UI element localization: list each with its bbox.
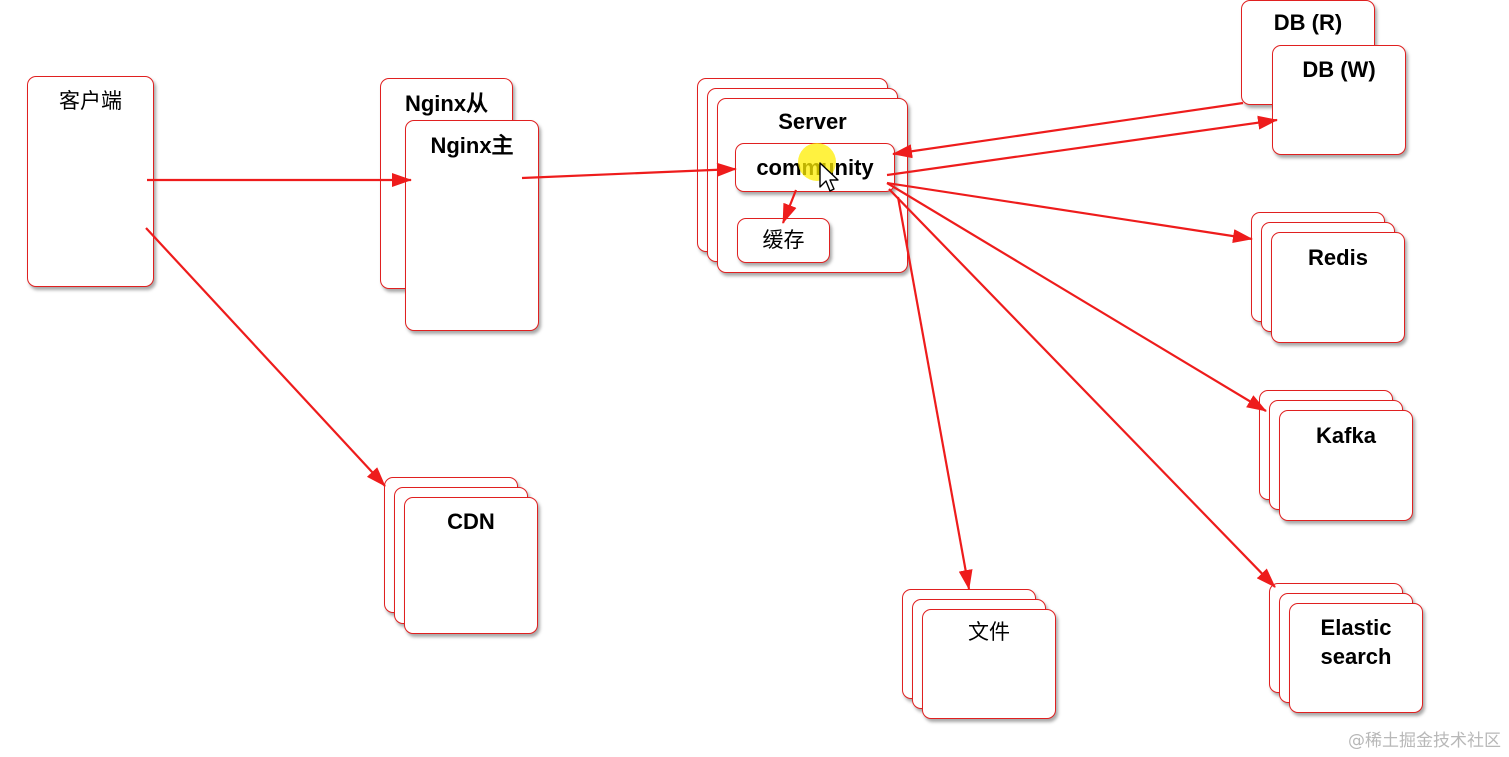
files-node: 文件: [922, 609, 1056, 719]
arrow-client-to-cdn: [145, 227, 386, 487]
cache-label: 缓存: [762, 228, 805, 252]
redis-label: Redis: [1308, 245, 1368, 270]
watermark: @稀土掘金技术社区: [1348, 731, 1501, 751]
nginx-master-label: Nginx主: [430, 133, 514, 158]
db-write-node: DB (W): [1272, 45, 1406, 155]
arrow-db-read-to-community: [892, 101, 1244, 159]
server-label: Server: [778, 109, 847, 134]
kafka-node: Kafka: [1279, 410, 1413, 521]
files-label: 文件: [968, 620, 1010, 644]
cache-node: 缓存: [737, 218, 830, 263]
cdn-node: CDN: [404, 497, 538, 634]
arrow-community-to-files: [896, 196, 973, 590]
db-write-label: DB (W): [1302, 57, 1376, 82]
mouse-pointer-icon: [819, 162, 839, 192]
nginx-slave-label: Nginx从: [404, 91, 489, 116]
cdn-label: CDN: [447, 509, 495, 534]
nginx-master-node: Nginx主: [405, 120, 539, 331]
arrow-community-to-redis: [886, 181, 1253, 244]
arrow-community-to-elasticsearch: [888, 188, 1276, 588]
arrow-community-to-db-write: [886, 115, 1278, 177]
db-read-label: DB (R): [1273, 10, 1343, 35]
redis-node: Redis: [1271, 232, 1405, 343]
arrow-community-to-kafka: [886, 182, 1267, 412]
elasticsearch-node: Elastic search: [1289, 603, 1423, 713]
elasticsearch-label: Elastic search: [1320, 615, 1392, 669]
kafka-label: Kafka: [1316, 423, 1376, 448]
client-label: 客户端: [59, 89, 122, 113]
client-node: 客户端: [27, 76, 154, 287]
